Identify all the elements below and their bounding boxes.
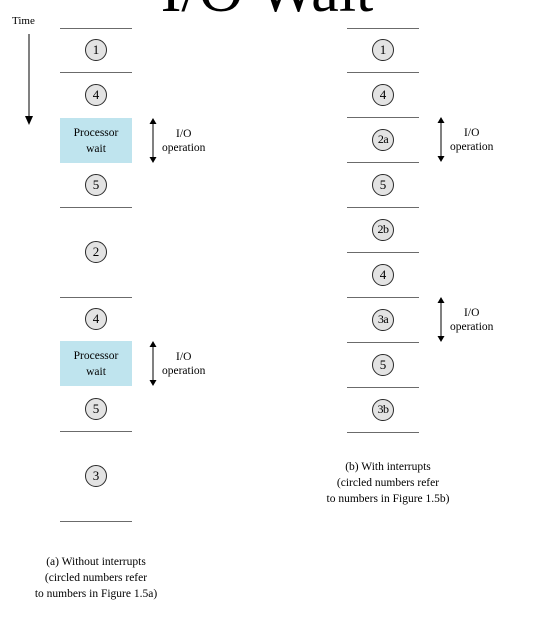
separator <box>347 207 419 208</box>
io-label-line1: I/O <box>464 126 480 139</box>
time-arrow-icon <box>25 34 33 125</box>
separator <box>347 117 419 118</box>
step-cell: 4 <box>347 252 419 297</box>
separator <box>347 432 419 433</box>
separator <box>347 252 419 253</box>
io-label-line1: I/O <box>176 350 192 363</box>
step-circle: 4 <box>85 84 107 106</box>
processor-wait-block: Processor wait <box>60 118 132 163</box>
caption-with-interrupts: (b) With interrupts (circled numbers ref… <box>290 459 486 507</box>
io-label-line2: operation <box>162 141 206 154</box>
step-circle: 2 <box>85 241 107 263</box>
diagram-title: I/O Wait <box>0 0 534 22</box>
step-cell: 2 <box>60 207 132 297</box>
step-circle: 5 <box>85 174 107 196</box>
separator <box>347 72 419 73</box>
step-circle: 3a <box>372 308 394 331</box>
step-circle: 1 <box>85 39 107 61</box>
separator <box>60 297 132 298</box>
separator <box>60 521 132 522</box>
step-cell: 2b <box>347 207 419 252</box>
step-circle: 5 <box>85 397 107 420</box>
step-circle: 2a <box>372 128 394 151</box>
io-label-line2: operation <box>162 364 206 377</box>
step-circle: 2b <box>372 218 394 241</box>
caption-line: (b) With interrupts <box>345 461 431 473</box>
step-circle: 3b <box>372 398 394 421</box>
step-cell: 3 <box>60 431 132 521</box>
step-circle: 4 <box>85 308 107 330</box>
separator <box>347 342 419 343</box>
processor-wait-line1: Processor <box>73 349 119 362</box>
caption-line: (circled numbers refer <box>336 477 440 489</box>
processor-wait-line2: wait <box>86 142 106 155</box>
step-cell: 1 <box>347 28 419 72</box>
separator <box>60 72 132 73</box>
step-cell: 4 <box>60 72 132 118</box>
step-cell: 2a <box>347 117 419 162</box>
separator <box>60 207 132 208</box>
timeline-without-interrupts: 1 4 Processor wait 5 2 4 Processor wait … <box>60 0 132 630</box>
step-circle: 5 <box>372 353 394 376</box>
double-arrow-icon <box>437 297 445 342</box>
processor-wait-line1: Processor <box>73 126 119 139</box>
step-cell: 1 <box>60 28 132 72</box>
caption-line: to numbers in Figure 1.5b) <box>326 493 450 505</box>
io-label-line2: operation <box>450 140 494 153</box>
separator <box>60 28 132 29</box>
step-circle: 3 <box>85 465 107 487</box>
caption-without-interrupts: (a) Without interrupts (circled numbers … <box>0 554 192 602</box>
step-cell: 3b <box>347 387 419 432</box>
separator <box>60 431 132 432</box>
double-arrow-icon <box>149 341 157 386</box>
step-cell: 5 <box>347 342 419 387</box>
io-label-line1: I/O <box>464 306 480 319</box>
time-label: Time <box>12 15 35 27</box>
separator <box>347 162 419 163</box>
caption-line: (circled numbers refer <box>44 572 148 584</box>
step-circle: 4 <box>372 263 394 286</box>
processor-wait-block: Processor wait <box>60 341 132 386</box>
io-operation-annotation: I/O operation <box>148 341 205 386</box>
step-circle: 4 <box>372 83 394 106</box>
step-cell: 5 <box>60 163 132 207</box>
step-circle: 1 <box>372 39 394 61</box>
double-arrow-icon <box>149 118 157 163</box>
io-operation-annotation: I/O operation <box>436 117 493 162</box>
io-operation-annotation: I/O operation <box>148 118 205 163</box>
step-circle: 5 <box>372 173 394 196</box>
step-cell: 5 <box>347 162 419 207</box>
step-cell: 4 <box>347 72 419 117</box>
step-cell: 5 <box>60 386 132 431</box>
double-arrow-icon <box>437 117 445 162</box>
caption-line: to numbers in Figure 1.5a) <box>34 588 158 600</box>
io-label-line2: operation <box>450 320 494 333</box>
caption-line: (a) Without interrupts <box>46 556 146 568</box>
io-operation-annotation: I/O operation <box>436 297 493 342</box>
separator <box>347 387 419 388</box>
step-cell: 4 <box>60 297 132 341</box>
separator <box>347 28 419 29</box>
separator <box>347 297 419 298</box>
processor-wait-line2: wait <box>86 365 106 378</box>
io-label-line1: I/O <box>176 127 192 140</box>
step-cell: 3a <box>347 297 419 342</box>
timeline-with-interrupts: 1 4 2a 5 2b 4 3a 5 3b <box>347 0 419 630</box>
